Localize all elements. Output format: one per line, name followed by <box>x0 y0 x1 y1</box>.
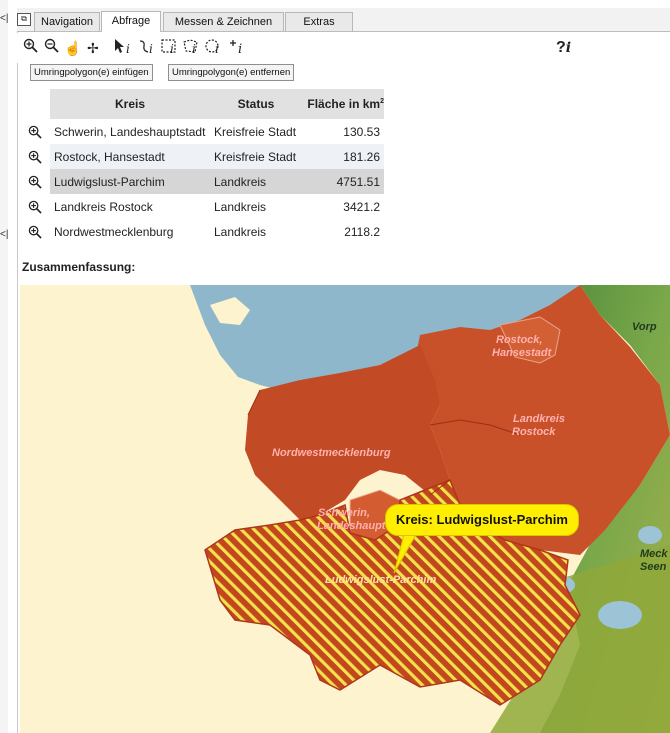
label-nordwestmecklenburg: Nordwestmecklenburg <box>272 447 391 459</box>
tab-messen-zeichnen[interactable]: Messen & Zeichnen <box>163 12 284 31</box>
label-mecklenburg-2: Seen <box>640 561 667 573</box>
help-info-i: i <box>565 40 572 56</box>
region-nordwestmecklenburg <box>245 345 450 520</box>
svg-text:i: i <box>192 42 196 55</box>
col-header-flaeche[interactable]: Fläche in km2 <box>302 89 384 119</box>
map-view[interactable]: Rostock, Hansestadt Landkreis Rostock No… <box>20 285 670 733</box>
window-restore-icon[interactable]: ⧉ <box>17 13 31 26</box>
relief-southeast <box>490 545 670 733</box>
lake-3 <box>638 526 662 544</box>
tab-extras[interactable]: Extras <box>285 12 353 31</box>
label-vorp: Vorp <box>632 321 657 333</box>
svg-text:i: i <box>126 42 130 55</box>
zoom-to-row-icon[interactable] <box>28 150 44 166</box>
cell-flaeche: 130.53 <box>302 119 384 144</box>
tab-navigation[interactable]: Navigation <box>34 12 100 31</box>
info-add-icon[interactable]: i <box>228 38 248 58</box>
label-schwerin-2: Landeshaupt <box>317 520 387 532</box>
table-row[interactable]: Rostock, Hansestadt Kreisfreie Stadt 181… <box>50 144 384 169</box>
help-question-mark: ? <box>556 39 566 56</box>
zoom-to-row-icon[interactable] <box>28 125 44 141</box>
cell-kreis: Landkreis Rostock <box>50 194 210 219</box>
table-row-selected[interactable]: Ludwigslust-Parchim Landkreis 4751.51 <box>50 169 384 194</box>
flaeche-header-sup: 2 <box>380 98 384 105</box>
region-landkreis-rostock <box>415 285 670 555</box>
info-rectangle-icon[interactable]: i <box>160 38 180 58</box>
border-lines <box>247 389 521 496</box>
collapse-arrow-top[interactable]: <| <box>0 13 9 24</box>
col-header-status[interactable]: Status <box>210 89 302 119</box>
cell-kreis: Nordwestmecklenburg <box>50 219 210 244</box>
baltic-sea <box>190 285 580 390</box>
table-row[interactable]: Schwerin, Landeshauptstadt Kreisfreie St… <box>50 119 384 144</box>
land-poel <box>210 297 250 325</box>
info-circle-icon[interactable]: i <box>204 38 224 58</box>
label-rostock-stadt-2: Hansestadt <box>492 347 553 359</box>
tab-bar: ⧉ Navigation Abfrage Messen & Zeichnen E… <box>17 8 670 32</box>
move-arrows-icon[interactable]: ✢ <box>87 40 99 56</box>
region-ludwigslust-parchim-selected <box>204 479 581 706</box>
zoom-to-row-icon[interactable] <box>28 200 44 216</box>
label-schwerin-1: Schwerin, <box>318 507 370 519</box>
label-landkreis-rostock-1: Landkreis <box>513 413 565 425</box>
label-ludwigslust-parchim: Ludwigslust-Parchim <box>325 574 436 586</box>
table-header-row: Kreis Status Fläche in km2 <box>50 89 384 119</box>
zoom-to-row-icon[interactable] <box>28 225 44 241</box>
lake-1 <box>598 601 642 629</box>
col-header-kreis[interactable]: Kreis <box>50 89 210 119</box>
info-polygon-icon[interactable]: i <box>182 38 202 58</box>
tab-abfrage[interactable]: Abfrage <box>101 11 161 32</box>
cell-kreis: Rostock, Hansestadt <box>50 144 210 169</box>
label-mecklenburg-1: Meck <box>640 548 668 560</box>
table-row[interactable]: Landkreis Rostock Landkreis 3421.2 <box>50 194 384 219</box>
svg-text:i: i <box>149 42 153 55</box>
map-callout: Kreis: Ludwigslust-Parchim <box>385 504 579 536</box>
cell-status: Kreisfreie Stadt <box>210 144 302 169</box>
insert-polygon-button[interactable]: Umringpolygon(e) einfügen <box>30 64 153 81</box>
info-line-icon[interactable]: i <box>138 38 158 58</box>
pan-hand-icon[interactable]: ☝ <box>64 40 82 56</box>
svg-text:i: i <box>170 42 174 55</box>
remove-polygon-button[interactable]: Umringpolygon(e) entfernen <box>168 64 295 81</box>
svg-text:i: i <box>215 42 219 55</box>
svg-text:i: i <box>238 42 242 55</box>
table-row[interactable]: Nordwestmecklenburg Landkreis 2118.2 <box>50 219 384 244</box>
region-rostock-stadt <box>499 316 561 364</box>
label-landkreis-rostock-2: Rostock <box>512 426 556 438</box>
info-point-icon[interactable]: i <box>113 38 135 58</box>
zoom-in-icon[interactable] <box>23 38 38 58</box>
cell-kreis: Schwerin, Landeshauptstadt <box>50 119 210 144</box>
cell-flaeche: 2118.2 <box>302 219 384 244</box>
cell-flaeche: 181.26 <box>302 144 384 169</box>
summary-label: Zusammenfassung: <box>22 260 136 274</box>
label-rostock-stadt-1: Rostock, <box>496 334 542 346</box>
results-table: Kreis Status Fläche in km2 Schwerin, Lan… <box>50 89 384 244</box>
zoom-to-row-icon[interactable] <box>28 175 44 191</box>
cell-flaeche: 3421.2 <box>302 194 384 219</box>
cell-kreis: Ludwigslust-Parchim <box>50 169 210 194</box>
cell-status: Kreisfreie Stadt <box>210 119 302 144</box>
map-canvas[interactable]: Rostock, Hansestadt Landkreis Rostock No… <box>20 285 670 733</box>
panel-divider <box>17 8 18 733</box>
help-icon[interactable]: ?i <box>556 38 571 58</box>
toolbar: ☝ ✢ i i i i i i ?i <box>17 33 670 63</box>
cell-status: Landkreis <box>210 219 302 244</box>
flaeche-header-label: Fläche in km <box>307 97 381 111</box>
cell-status: Landkreis <box>210 194 302 219</box>
collapse-arrow-mid[interactable]: <| <box>0 229 9 240</box>
zoom-out-icon[interactable] <box>44 38 59 58</box>
cell-flaeche: 4751.51 <box>302 169 384 194</box>
cell-status: Landkreis <box>210 169 302 194</box>
left-gutter: <| <| <box>0 0 8 733</box>
